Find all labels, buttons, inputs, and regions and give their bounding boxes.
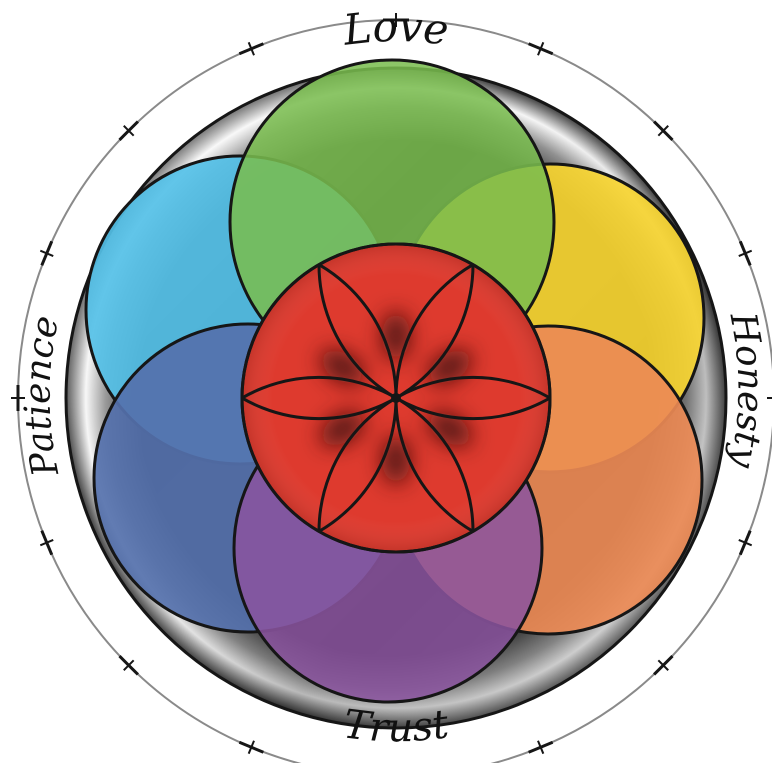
word-right: Honesty	[721, 308, 770, 471]
word-top: Love	[340, 2, 451, 55]
flower-shadow	[382, 436, 410, 484]
word-bottom: Trust	[341, 701, 452, 751]
flower-shadow	[382, 312, 410, 360]
word-left: Patience	[17, 312, 67, 480]
